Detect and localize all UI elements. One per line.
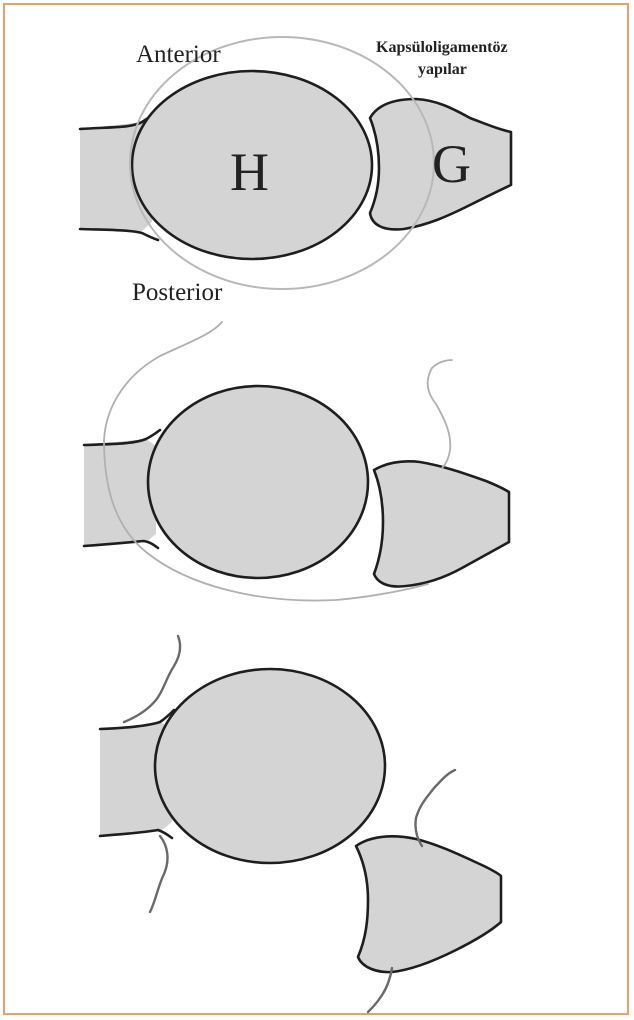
humerus-shaft-2 bbox=[84, 439, 156, 546]
torn-ligament-anterior-upper-3 bbox=[124, 636, 180, 722]
label-posterior: Posterior bbox=[132, 279, 223, 306]
capsule-remnant-glenoid-side-2 bbox=[428, 368, 451, 468]
label-anterior: Anterior bbox=[136, 41, 221, 68]
glenoid-3 bbox=[356, 836, 501, 972]
humeral-head-2 bbox=[148, 386, 368, 578]
panel-torn-capsule bbox=[84, 322, 509, 601]
capsule-tear-end-2 bbox=[432, 360, 452, 368]
torn-ligament-glenoid-lower-3 bbox=[368, 968, 392, 1012]
humerus-shaft-1-bottom-edge bbox=[80, 229, 158, 240]
glenoid-2 bbox=[374, 461, 509, 586]
label-glenoid: G bbox=[432, 134, 471, 194]
label-capsuloligamentous-line2: yapılar bbox=[418, 61, 467, 78]
label-humerus: H bbox=[230, 142, 269, 202]
humeral-head-3 bbox=[155, 669, 385, 863]
panel-dislocated-joint bbox=[100, 636, 501, 1012]
label-capsuloligamentous-line1: Kapsüloligamentöz bbox=[376, 39, 508, 56]
torn-ligament-glenoid-upper-3 bbox=[415, 770, 455, 846]
torn-ligament-posterior-lower-3 bbox=[150, 836, 167, 912]
